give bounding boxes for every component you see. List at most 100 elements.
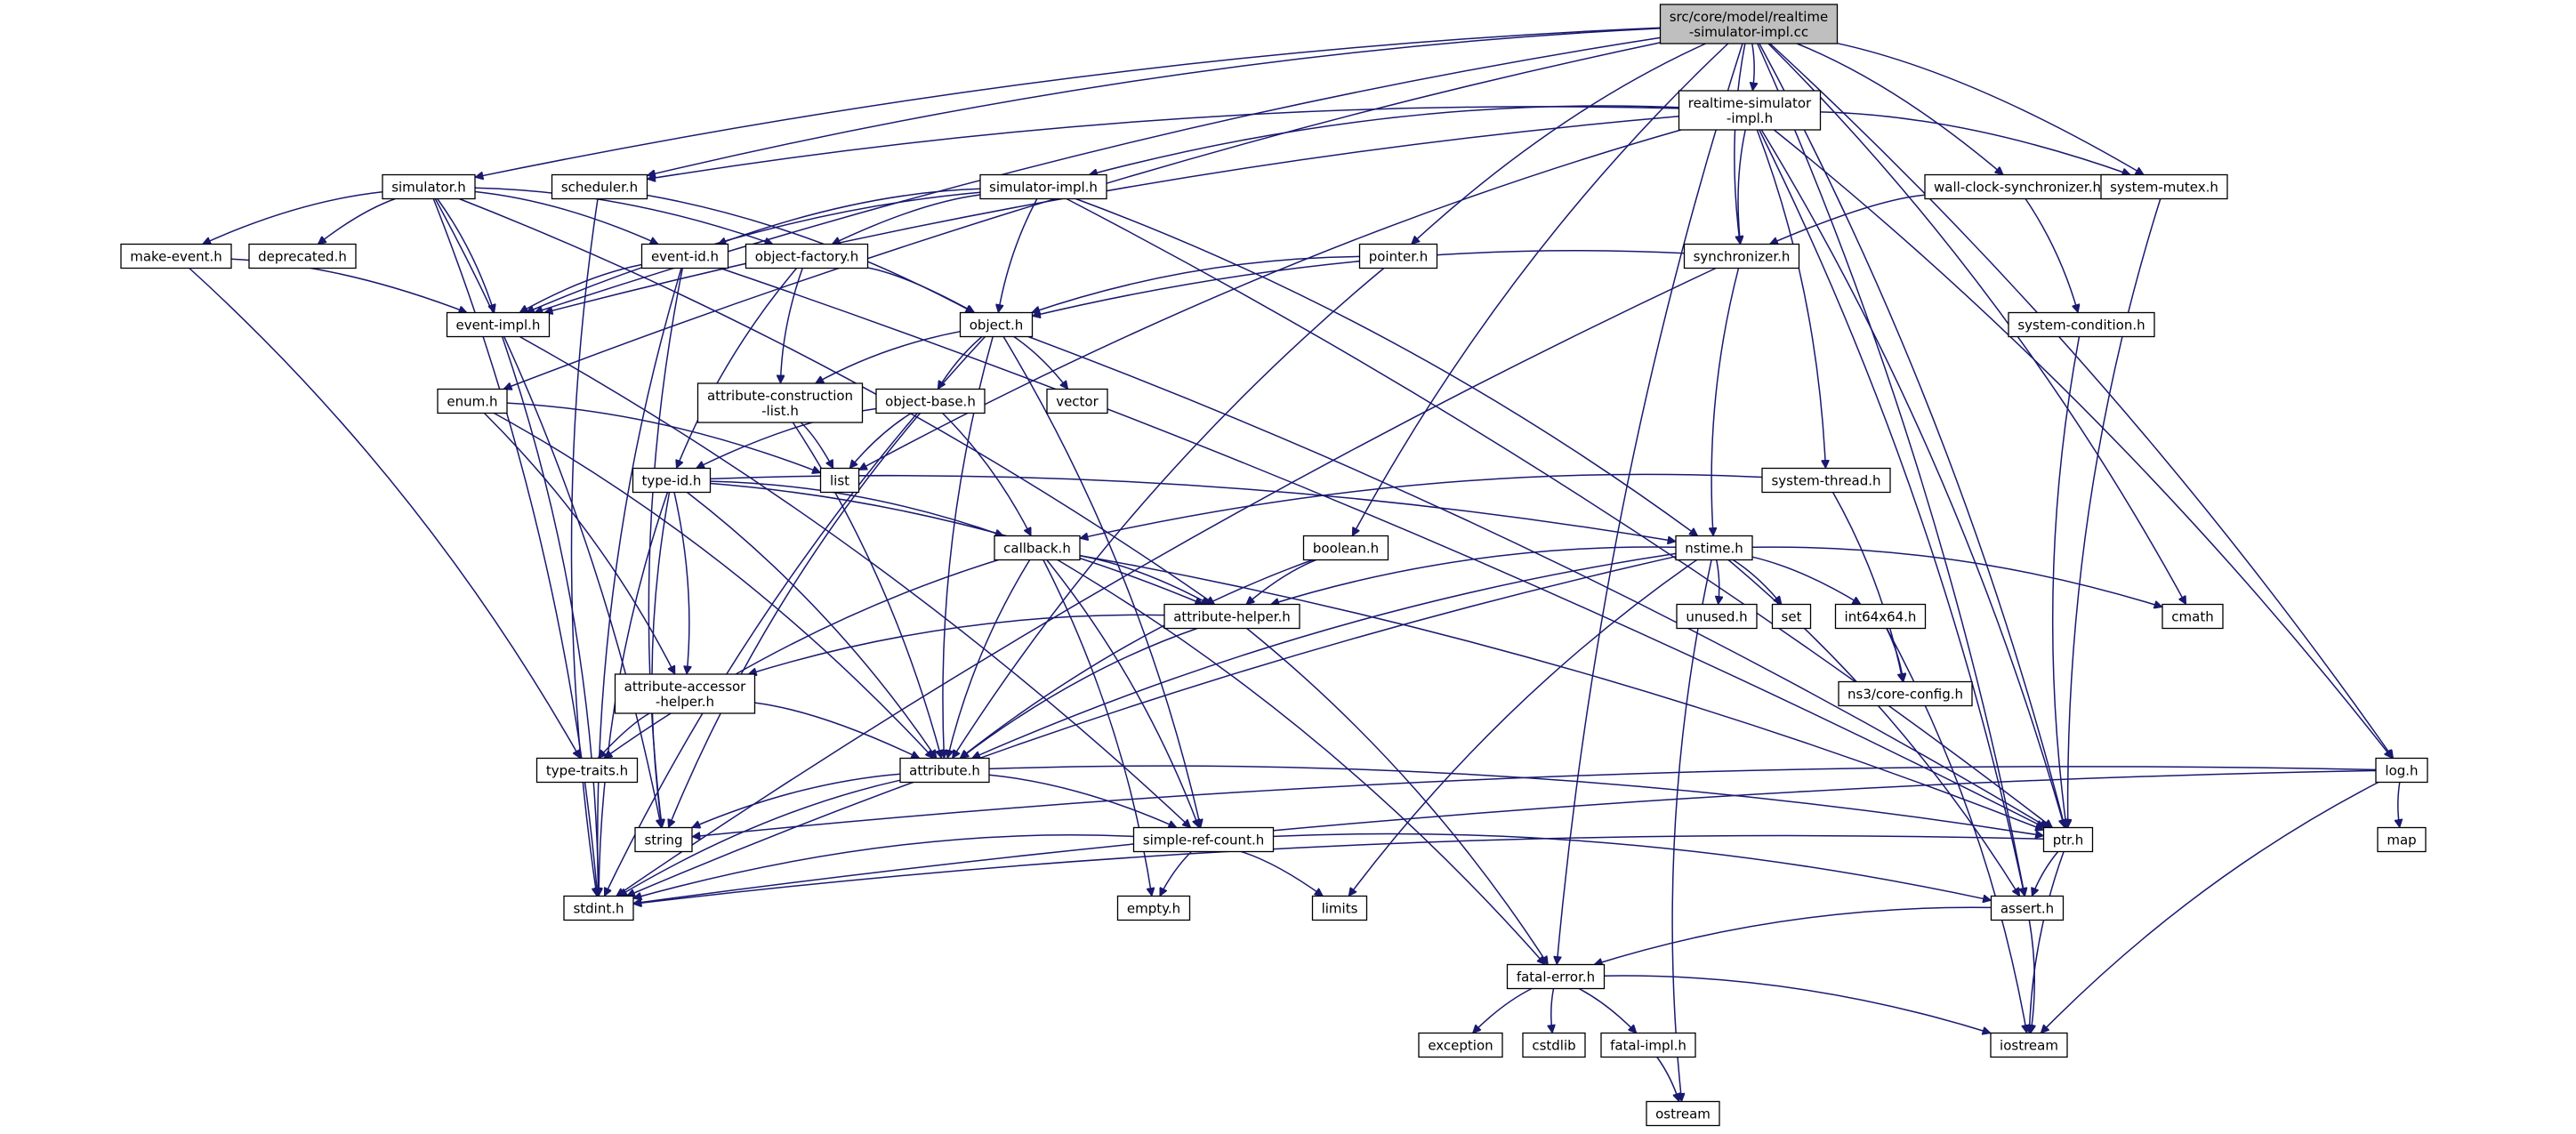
node-boolean-box[interactable]: boolean.h <box>1302 535 1389 561</box>
edge-attribute-to-string <box>692 773 901 827</box>
edge-typeid-to-attrhelper <box>710 482 1203 605</box>
node-systhread-box[interactable]: system-thread.h <box>1761 467 1891 494</box>
node-label-line: event-impl.h <box>456 317 541 333</box>
edge-simimpl-to-ptr <box>1066 197 2052 828</box>
node-border <box>1522 1032 1586 1058</box>
node-coreconfig-box[interactable]: ns3/core-config.h <box>1838 680 1973 707</box>
node-border <box>1676 603 1758 630</box>
node-label-line: deprecated.h <box>258 248 347 264</box>
node-border <box>632 467 712 494</box>
edge-root-to-log <box>1769 43 2395 759</box>
node-log-box[interactable]: log.h <box>2375 757 2428 784</box>
node-map-box[interactable]: map <box>2377 826 2427 853</box>
node-object-box[interactable]: object.h <box>959 311 1034 338</box>
node-eventid-box[interactable]: event-id.h <box>640 243 729 269</box>
node-fatalimpl-box[interactable]: fatal-impl.h <box>1600 1032 1696 1058</box>
nodes-layer: src/core/model/realtime-simulator-impl.c… <box>120 4 2428 1127</box>
edge-object-to-objbase <box>937 335 983 390</box>
node-simplerc-box[interactable]: simple-ref-count.h <box>1132 826 1275 853</box>
node-typeid-box[interactable]: type-id.h <box>632 467 712 494</box>
node-nstime-box[interactable]: nstime.h <box>1675 535 1753 561</box>
node-rsimpl-box[interactable]: realtime-simulator-impl.h <box>1678 90 1822 131</box>
node-label-line: log.h <box>2385 762 2418 778</box>
node-stdint-box[interactable]: stdint.h <box>563 895 634 921</box>
node-enum-box[interactable]: enum.h <box>437 388 508 414</box>
edge-nstime-to-limits <box>1348 559 1698 897</box>
edge-simplerc-to-limits <box>1241 850 1324 897</box>
node-label: boolean.h <box>1313 540 1379 556</box>
node-exception-box[interactable]: exception <box>1418 1032 1503 1058</box>
node-synchronizer-box[interactable]: synchronizer.h <box>1683 243 1800 269</box>
edge-nstime-to-int64 <box>1751 556 1861 606</box>
node-label-line: event-id.h <box>651 248 719 264</box>
node-sysmutex-box[interactable]: system-mutex.h <box>2100 173 2228 200</box>
node-iostream-box[interactable]: iostream <box>1990 1032 2068 1058</box>
node-ptr-box[interactable]: ptr.h <box>2042 826 2094 853</box>
edge-objfactory-to-typeid <box>677 268 798 469</box>
node-typetraits-box[interactable]: type-traits.h <box>535 757 639 784</box>
node-list-box[interactable]: list <box>819 467 860 494</box>
node-attrcons-box[interactable]: attribute-construction-list.h <box>696 382 864 423</box>
node-deprecated-box[interactable]: deprecated.h <box>248 243 357 269</box>
node-cmath-box[interactable]: cmath <box>2161 603 2224 630</box>
edge-simulator-to-eventimpl <box>437 198 495 313</box>
node-int64-box[interactable]: int64x64.h <box>1834 603 1927 630</box>
node-syscond-box[interactable]: system-condition.h <box>2008 311 2155 338</box>
edge-objbase-to-callback <box>942 412 1032 536</box>
node-label: ptr.h <box>2053 832 2083 848</box>
node-root-box[interactable]: src/core/model/realtime-simulator-impl.c… <box>1659 4 1839 44</box>
edge-simimpl-to-eventimpl <box>526 191 981 312</box>
node-scheduler-box[interactable]: scheduler.h <box>551 173 648 200</box>
node-objfactory-box[interactable]: object-factory.h <box>745 243 869 269</box>
node-label: cstdlib <box>1532 1037 1575 1053</box>
edge-root-to-synchronizer <box>1734 43 1746 245</box>
node-label: simulator-impl.h <box>989 179 1098 195</box>
node-vector-box[interactable]: vector <box>1046 388 1108 414</box>
node-ostream-box[interactable]: ostream <box>1646 1100 1720 1127</box>
edge-simulator-to-deprecated <box>318 197 396 245</box>
node-border <box>640 243 729 269</box>
node-label-line: realtime-simulator <box>1688 95 1812 111</box>
node-attrhelper-box[interactable]: attribute-helper.h <box>1163 603 1300 630</box>
node-label-line: -simulator-impl.cc <box>1689 24 1808 40</box>
node-callback-box[interactable]: callback.h <box>994 535 1081 561</box>
node-empty-box[interactable]: empty.h <box>1116 895 1191 921</box>
edge-object-to-attrcons <box>816 330 961 384</box>
node-label-line: object-factory.h <box>755 248 859 264</box>
edge-boolean-to-attrhelper <box>1246 559 1316 605</box>
node-label: ostream <box>1655 1106 1711 1122</box>
node-objbase-box[interactable]: object-base.h <box>875 388 986 414</box>
node-label-line: fatal-error.h <box>1517 969 1595 985</box>
node-unused-box[interactable]: unused.h <box>1676 603 1758 630</box>
edge-enum-to-attribute <box>494 412 933 759</box>
node-eventimpl-box[interactable]: event-impl.h <box>446 311 551 338</box>
node-border <box>1358 243 1438 269</box>
node-simimpl-box[interactable]: simulator-impl.h <box>979 173 1107 200</box>
node-set-box[interactable]: set <box>1771 603 1812 630</box>
node-label: stdint.h <box>573 900 624 916</box>
node-makeevent-box[interactable]: make-event.h <box>120 243 232 269</box>
node-pointer-box[interactable]: pointer.h <box>1358 243 1438 269</box>
node-label: simple-ref-count.h <box>1143 832 1264 848</box>
edge-callback-to-fatalerror <box>1057 559 1545 965</box>
edge-callback-to-attribute <box>947 559 1031 759</box>
node-label-line: iostream <box>2000 1037 2058 1053</box>
node-limits-box[interactable]: limits <box>1311 895 1368 921</box>
node-cstdlib-box[interactable]: cstdlib <box>1522 1032 1586 1058</box>
edge-fatalerror-to-cstdlib <box>1551 988 1554 1033</box>
edge-typeid-to-string <box>651 492 671 828</box>
node-attracc-box[interactable]: attribute-accessor-helper.h <box>614 673 756 714</box>
edge-typeid-to-attracc <box>673 492 689 675</box>
edge-eventimpl-to-simplerc <box>519 335 1190 828</box>
edge-log-to-stdint <box>633 769 2377 904</box>
node-attribute-box[interactable]: attribute.h <box>899 757 990 784</box>
node-assert-box[interactable]: assert.h <box>1990 895 2065 921</box>
node-label-line: simple-ref-count.h <box>1143 832 1264 848</box>
node-simulator-box[interactable]: simulator.h <box>382 173 476 200</box>
node-fatalerror-box[interactable]: fatal-error.h <box>1506 963 1606 990</box>
node-wallclock-box[interactable]: wall-clock-synchronizer.h <box>1924 173 2111 200</box>
node-border <box>551 173 648 200</box>
node-border <box>819 467 860 494</box>
node-string-box[interactable]: string <box>634 826 693 853</box>
edge-nstime-to-set <box>1732 559 1782 605</box>
